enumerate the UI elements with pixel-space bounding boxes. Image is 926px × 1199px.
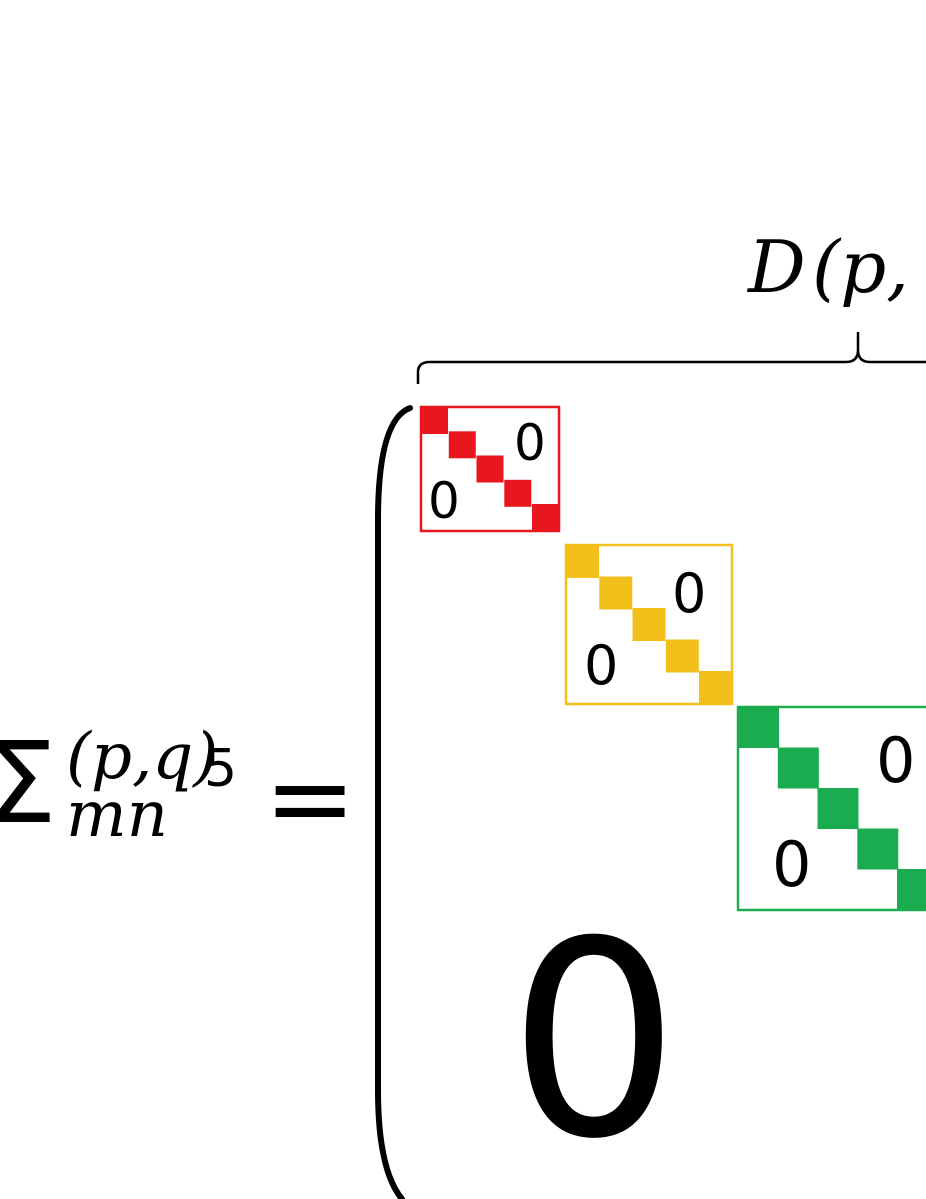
block-red-diagonal-cell [421, 407, 448, 434]
block-red-zero-upper: 0 [514, 414, 546, 472]
block-yellow-diagonal-cell [566, 545, 599, 578]
block-yellow-diagonal-cell [665, 639, 699, 673]
block-green-diagonal-cell [897, 869, 926, 910]
block-red-diagonal-cell [476, 455, 504, 483]
sigma-symbol: Σ [0, 719, 57, 849]
block-yellow-zero-upper: 0 [672, 562, 706, 625]
block-red: 00 [419, 405, 561, 533]
block-yellow-diagonal-cell [599, 576, 633, 610]
subscript-mn: mn [66, 778, 168, 852]
top-label-paren-p: (p, [812, 225, 909, 309]
block-yellow-zero-lower: 0 [584, 634, 618, 697]
block-red-diagonal-cell [504, 479, 532, 507]
superscript-index: 5 [204, 739, 237, 799]
block-green-zero-lower: 0 [772, 828, 811, 901]
block-green-diagonal-cell [817, 788, 859, 829]
block-green-diagonal-cell [738, 707, 779, 748]
block-green-frame [736, 705, 926, 912]
block-red-frame [419, 405, 561, 533]
big-zero: 0 [508, 883, 680, 1198]
block-yellow: 00 [564, 543, 734, 706]
left-parenthesis [375, 405, 413, 1199]
top-label: D (p, [746, 225, 909, 309]
block-yellow-diagonal-cell [699, 671, 732, 704]
superscript-pq: (p,q) [66, 720, 218, 794]
block-green-diagonal-cell [777, 747, 819, 789]
block-green: 00 [736, 705, 926, 912]
block-yellow-diagonal-cell [632, 608, 666, 641]
block-green-zero-upper: 0 [876, 724, 915, 797]
block-yellow-frame [564, 543, 734, 706]
horizontal-brace [416, 332, 926, 384]
lhs-expression: Σ (p,q) 5 mn = [0, 719, 356, 862]
block-red-zero-lower: 0 [428, 472, 460, 530]
block-red-diagonal-cell [448, 431, 476, 459]
block-green-diagonal-cell [857, 828, 899, 870]
block-red-diagonal-cell [532, 504, 559, 531]
top-label-d: D [746, 225, 806, 309]
equals-sign: = [264, 734, 356, 862]
